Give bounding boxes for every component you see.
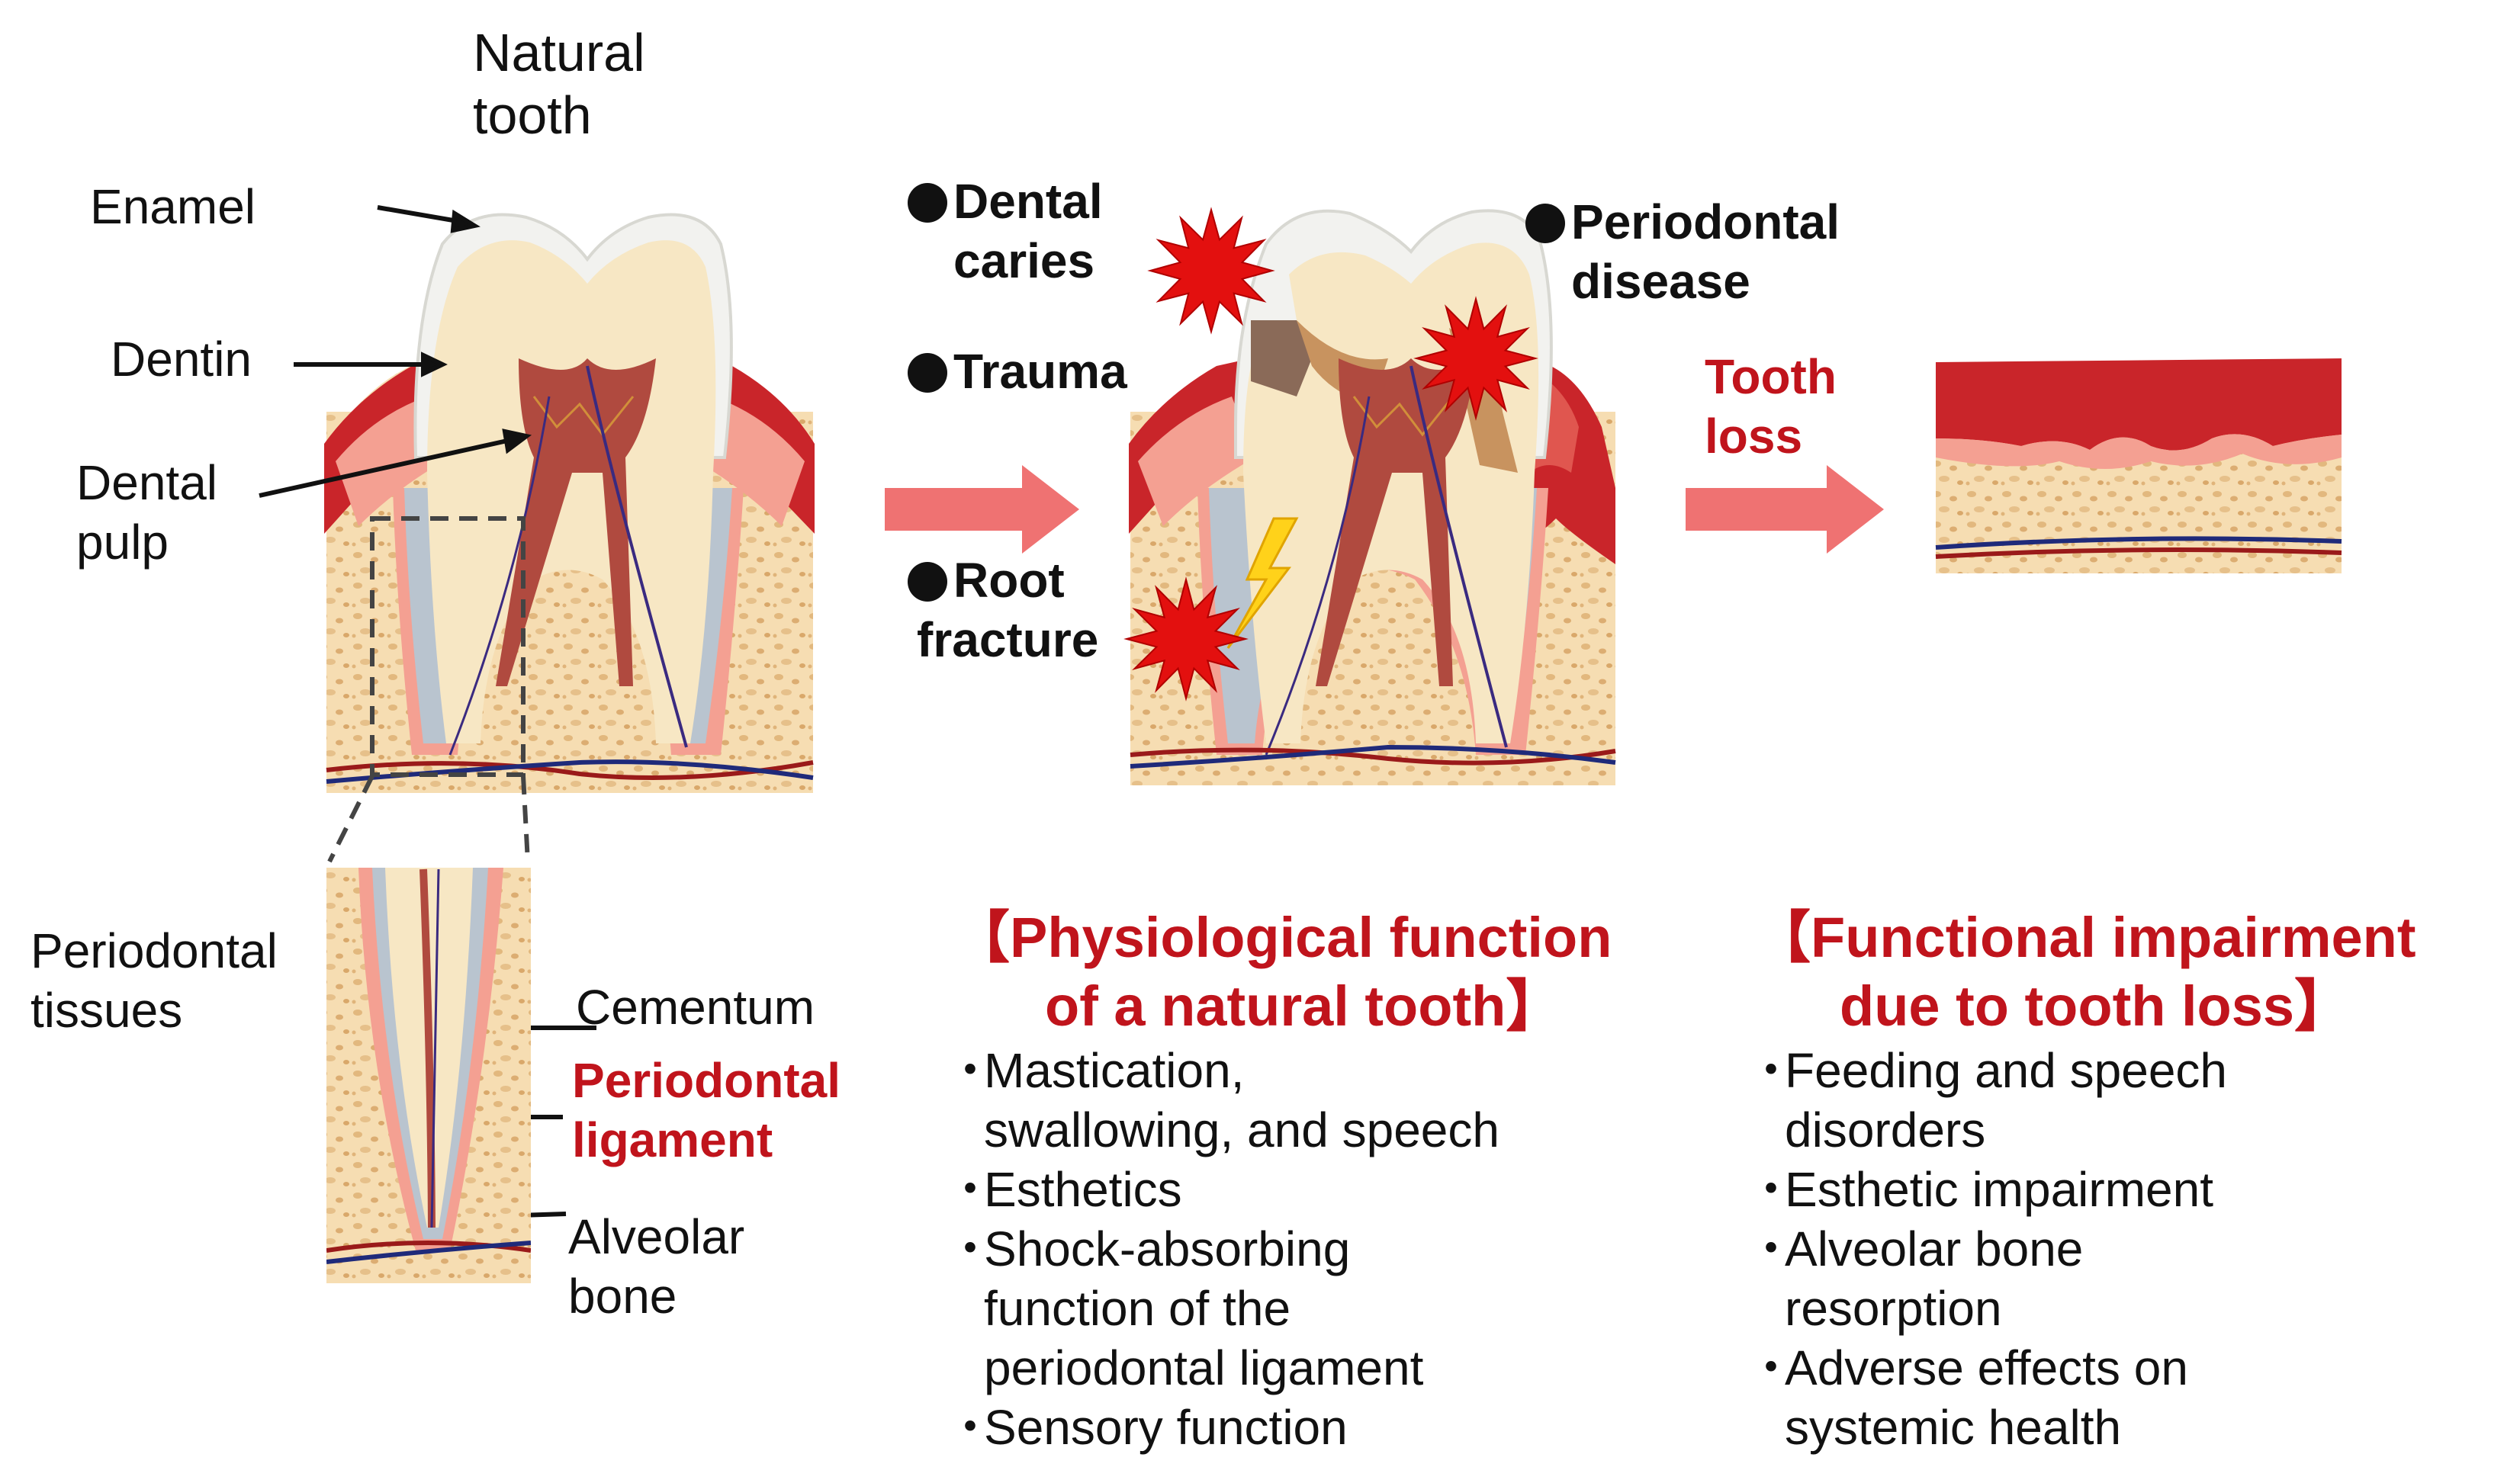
bullet: ・ bbox=[946, 1221, 995, 1276]
bullet: ・ bbox=[1747, 1221, 1795, 1276]
physiological-heading-line2: of a natural tooth】 bbox=[1045, 974, 1563, 1038]
bullet-dot-icon bbox=[908, 183, 947, 223]
label-periodontal-ligament: Periodontal ligament bbox=[572, 1051, 841, 1170]
list-item: ・ Adverse effects on systemic health bbox=[1747, 1338, 2227, 1457]
label-cementum: Cementum bbox=[576, 980, 815, 1035]
list-item: ・ Mastication, swallowing, and speech bbox=[946, 1041, 1499, 1160]
cause-dental-caries: Dental caries bbox=[908, 172, 1103, 291]
list-item-line: Mastication, bbox=[984, 1043, 1245, 1098]
tooth-loss-illustration bbox=[1935, 358, 2342, 573]
list-item-line: Esthetics bbox=[984, 1162, 1182, 1217]
tooth-loss-label: Tooth loss bbox=[1705, 347, 1837, 466]
impairment-heading-line2: due to tooth loss】 bbox=[1840, 974, 2351, 1038]
fracture-lightning bbox=[1226, 517, 1299, 649]
cause-periodontal-disease-line1: Periodontal bbox=[1571, 194, 1840, 249]
cause-root-fracture-line2: fracture bbox=[917, 612, 1099, 667]
list-item: ・ Sensory function bbox=[946, 1398, 1499, 1457]
bullet-dot-icon bbox=[1525, 204, 1565, 243]
list-item: ・ Feeding and speech disorders bbox=[1747, 1041, 2227, 1160]
list-item-line: systemic health bbox=[1785, 1400, 2122, 1455]
list-item: ・ Shock-absorbing function of the period… bbox=[946, 1219, 1499, 1398]
tooth-loss-line2: loss bbox=[1705, 409, 1803, 464]
bullet-dot-icon bbox=[908, 353, 947, 393]
cause-root-fracture-line1: Root bbox=[953, 553, 1065, 608]
periodontal-zoom-illustration bbox=[326, 868, 531, 1283]
list-item-line: Sensory function bbox=[984, 1400, 1348, 1455]
label-periodontal-tissues-line2: tissues bbox=[31, 983, 183, 1038]
bullet-dot-icon bbox=[908, 562, 947, 602]
list-item: ・ Alveolar bone resorption bbox=[1747, 1219, 2227, 1338]
cause-periodontal-disease: Periodontal disease bbox=[1525, 192, 1840, 311]
cause-dental-caries-line2: caries bbox=[953, 233, 1095, 288]
label-dental-pulp: Dental pulp bbox=[76, 453, 217, 572]
physiological-heading-line1: 【Physiological function bbox=[953, 906, 1612, 969]
list-item-line: disorders bbox=[1785, 1103, 1986, 1157]
list-item-line: Esthetic impairment bbox=[1785, 1162, 2213, 1217]
list-item-line: swallowing, and speech bbox=[984, 1103, 1499, 1157]
burst-caries bbox=[1147, 207, 1275, 335]
arrow-to-damage bbox=[885, 465, 1079, 554]
cause-trauma: Trauma bbox=[908, 342, 1127, 401]
list-item: ・ Esthetics bbox=[946, 1160, 1499, 1219]
burst-fracture bbox=[1123, 576, 1249, 701]
impairment-heading-line1: 【Functional impairment bbox=[1754, 906, 2416, 969]
natural-tooth-title-line1: Natural bbox=[473, 23, 645, 82]
label-alveolar-bone-line1: Alveolar bbox=[568, 1209, 745, 1264]
natural-tooth-illustration bbox=[324, 213, 815, 863]
label-alveolar-bone: Alveolar bone bbox=[568, 1207, 744, 1326]
list-item-line: periodontal ligament bbox=[984, 1340, 1424, 1395]
bullet: ・ bbox=[1747, 1162, 1795, 1217]
impairment-heading: 【Functional impairment due to tooth loss… bbox=[1754, 904, 2416, 1041]
label-dental-pulp-line2: pulp bbox=[76, 515, 169, 570]
cause-dental-caries-line1: Dental bbox=[953, 174, 1103, 229]
list-item-line: Shock-absorbing bbox=[984, 1221, 1351, 1276]
label-enamel: Enamel bbox=[90, 179, 256, 234]
cause-periodontal-disease-line2: disease bbox=[1571, 254, 1750, 309]
pulp bbox=[496, 358, 656, 686]
zoom-box bbox=[370, 516, 526, 777]
physiological-list: ・ Mastication, swallowing, and speech ・ … bbox=[946, 1041, 1499, 1457]
cause-trauma-text: Trauma bbox=[953, 344, 1127, 399]
bullet: ・ bbox=[946, 1400, 995, 1455]
label-periodontal-tissues-line1: Periodontal bbox=[31, 923, 278, 978]
label-periodontal-ligament-line2: ligament bbox=[572, 1112, 773, 1167]
label-dental-pulp-line1: Dental bbox=[76, 455, 217, 510]
list-item: ・ Esthetic impairment bbox=[1747, 1160, 2227, 1219]
label-dentin: Dentin bbox=[111, 332, 252, 387]
list-item-line: function of the bbox=[984, 1281, 1291, 1336]
label-periodontal-ligament-line1: Periodontal bbox=[572, 1053, 841, 1108]
label-alveolar-bone-line2: bone bbox=[568, 1269, 677, 1324]
list-item-line: Alveolar bone bbox=[1785, 1221, 2084, 1276]
bullet: ・ bbox=[1747, 1043, 1795, 1098]
natural-tooth-title-line2: tooth bbox=[473, 85, 592, 145]
burst-periodontal bbox=[1413, 296, 1538, 421]
tooth-loss-line1: Tooth bbox=[1705, 349, 1837, 404]
physiological-heading: 【Physiological function of a natural too… bbox=[953, 904, 1612, 1041]
natural-tooth-title: Natural tooth bbox=[473, 21, 645, 146]
arrow-to-tooth-loss bbox=[1686, 465, 1884, 554]
cause-root-fracture: Root fracture bbox=[908, 551, 1098, 669]
bullet: ・ bbox=[946, 1162, 995, 1217]
bullet: ・ bbox=[1747, 1340, 1795, 1395]
impairment-list: ・ Feeding and speech disorders ・ Estheti… bbox=[1747, 1041, 2227, 1457]
list-item-line: resorption bbox=[1785, 1281, 2002, 1336]
bullet: ・ bbox=[946, 1043, 995, 1098]
list-item-line: Feeding and speech bbox=[1785, 1043, 2227, 1098]
list-item-line: Adverse effects on bbox=[1785, 1340, 2188, 1395]
label-periodontal-tissues: Periodontal tissues bbox=[31, 921, 278, 1040]
